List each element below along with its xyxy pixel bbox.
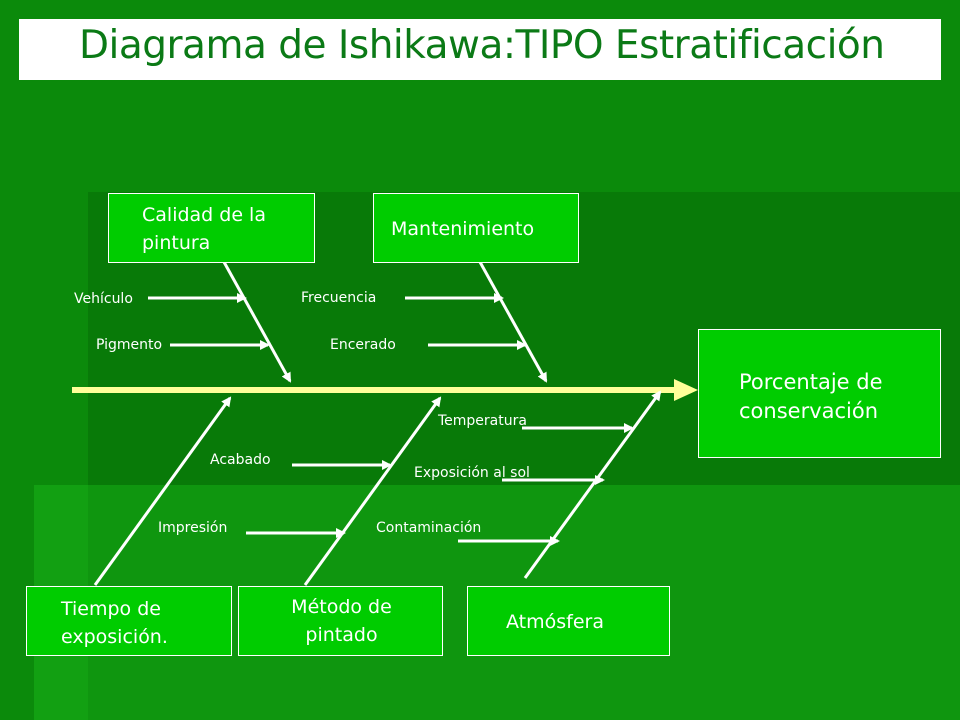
- cause-label-exposicion-sol: Exposición al sol: [414, 465, 530, 481]
- category-box-calidad: Calidad de la pintura: [108, 193, 315, 263]
- effect-line2: conservación: [739, 399, 879, 423]
- spine-arrowhead: [674, 379, 698, 401]
- category-tiempo-line2: exposición.: [61, 626, 168, 648]
- bone-metodo: [303, 396, 442, 586]
- category-tiempo-line1: Tiempo de: [61, 598, 161, 620]
- category-box-tiempo: Tiempo de exposición.: [26, 586, 232, 656]
- cause-label-vehiculo: Vehículo: [74, 291, 133, 307]
- category-atmosfera-label: Atmósfera: [506, 611, 604, 633]
- category-calidad-line1: Calidad de la: [142, 204, 266, 226]
- category-metodo-line1: Método de: [291, 596, 392, 618]
- cause-label-impresion: Impresión: [158, 520, 228, 536]
- category-mantenimiento-label: Mantenimiento: [391, 218, 535, 240]
- page-title: Diagrama de Ishikawa:TIPO Estratificació…: [79, 23, 885, 68]
- cause-label-encerado: Encerado: [330, 337, 396, 353]
- cause-label-acabado: Acabado: [210, 452, 271, 468]
- bone-tiempo: [93, 396, 232, 586]
- cause-label-contaminacion: Contaminación: [376, 520, 482, 536]
- cause-label-pigmento: Pigmento: [96, 337, 163, 353]
- cause-label-temperatura: Temperatura: [438, 413, 527, 429]
- effect-box: Porcentaje de conservación: [698, 329, 941, 458]
- bone-mantenimiento: [478, 261, 548, 383]
- category-metodo-line2: pintado: [305, 624, 378, 646]
- cause-label-frecuencia: Frecuencia: [301, 290, 377, 306]
- category-calidad-line2: pintura: [142, 232, 211, 254]
- category-box-metodo: Método de pintado: [238, 586, 443, 656]
- category-box-atmosfera: Atmósfera: [467, 586, 670, 656]
- title-box: Diagrama de Ishikawa:TIPO Estratificació…: [19, 19, 941, 80]
- effect-line1: Porcentaje de: [739, 370, 883, 394]
- bone-calidad: [222, 261, 292, 383]
- bone-atmosfera: [523, 390, 662, 579]
- category-box-mantenimiento: Mantenimiento: [373, 193, 579, 263]
